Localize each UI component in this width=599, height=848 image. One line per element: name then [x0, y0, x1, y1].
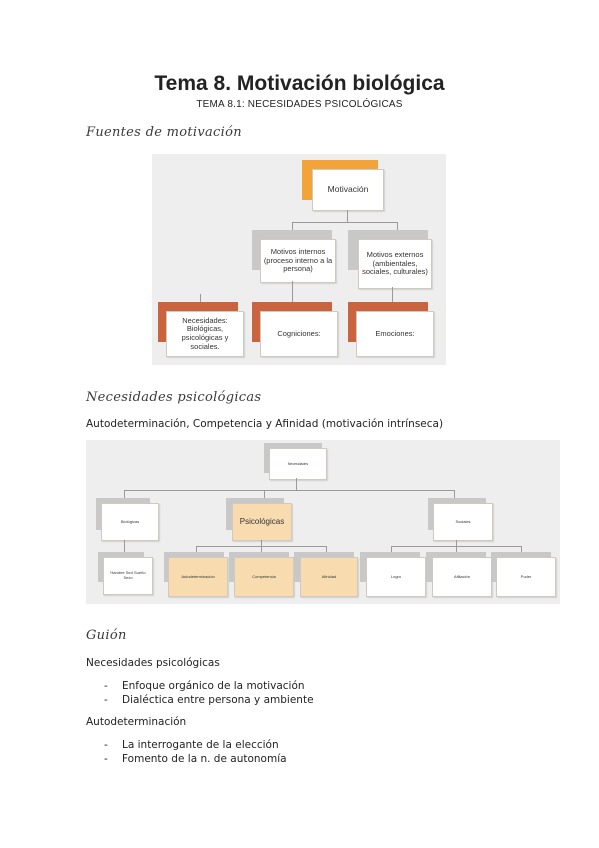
diagram-needs: Necesidades Biológicas Psicológicas Soci… — [86, 440, 560, 604]
box-root-necesidades: Necesidades — [269, 448, 327, 480]
box-psicologicas: Psicológicas — [232, 503, 292, 541]
connector — [261, 540, 262, 546]
bullet-dash: - — [104, 680, 108, 692]
box-autodeterminacion: Autodeterminación — [168, 557, 228, 597]
section-heading-guion: Guión — [86, 628, 127, 643]
section-heading-necesidades: Necesidades psicológicas — [86, 390, 262, 405]
box-afiliacion: Afiliación — [432, 557, 492, 597]
list-item: - Dialéctica entre persona y ambiente — [104, 694, 314, 706]
box-cogniciones: Cogniciones: — [260, 311, 338, 357]
connector — [264, 490, 265, 498]
connector — [347, 210, 348, 222]
page-subtitle: TEMA 8.1: NECESIDADES PSICOLÓGICAS — [196, 99, 403, 110]
connector — [454, 490, 455, 498]
connector — [196, 546, 197, 552]
connector — [392, 287, 393, 302]
connector — [124, 540, 125, 552]
guion-item-1: Necesidades psicológicas — [86, 657, 220, 669]
connector — [200, 294, 201, 302]
connector — [292, 222, 397, 223]
box-motivos-internos: Motivos internos (proceso interno a la p… — [260, 239, 336, 283]
guion-item-2: Autodeterminación — [86, 716, 187, 728]
box-emociones: Emociones: — [356, 311, 434, 357]
root-box-motivacion: Motivación — [312, 169, 384, 211]
connector — [292, 281, 293, 302]
intro-line: Autodeterminación, Competencia y Afinida… — [86, 418, 444, 430]
diagram-motivation: Motivación Motivos internos (proceso int… — [152, 154, 446, 365]
list-item: - La interrogante de la elección — [104, 739, 279, 751]
box-motivos-externos: Motivos externos (ambientales, sociales,… — [358, 239, 432, 289]
box-necesidades: Necesidades: Biológicas, psicológicas y … — [166, 311, 244, 357]
bullet-dash: - — [104, 739, 108, 751]
list-item: - Enfoque orgánico de la motivación — [104, 680, 305, 692]
page-title: Tema 8. Motivación biológica — [154, 72, 445, 95]
connector — [521, 546, 522, 552]
box-poder: Poder — [496, 557, 556, 597]
connector — [397, 222, 398, 230]
connector — [391, 546, 392, 552]
box-logro: Logro — [366, 557, 426, 597]
box-sociales: Sociales — [433, 503, 493, 541]
box-afinidad: Afinidad — [300, 557, 358, 597]
bullet-dash: - — [104, 753, 108, 765]
connector — [456, 546, 457, 552]
section-heading-fuentes: Fuentes de motivación — [86, 125, 242, 140]
connector — [326, 546, 327, 552]
connector — [296, 478, 297, 490]
connector — [261, 546, 262, 552]
box-biologicas: Biológicas — [101, 503, 159, 541]
connector — [456, 540, 457, 546]
connector — [124, 490, 125, 498]
connector — [124, 490, 454, 491]
list-item: - Fomento de la n. de autonomía — [104, 753, 287, 765]
bullet-dash: - — [104, 694, 108, 706]
connector — [292, 222, 293, 230]
box-competencia: Competencia — [234, 557, 294, 597]
box-hambre-sed-sueno-sexo: Hambre Sed Sueño Sexo — [103, 557, 153, 595]
